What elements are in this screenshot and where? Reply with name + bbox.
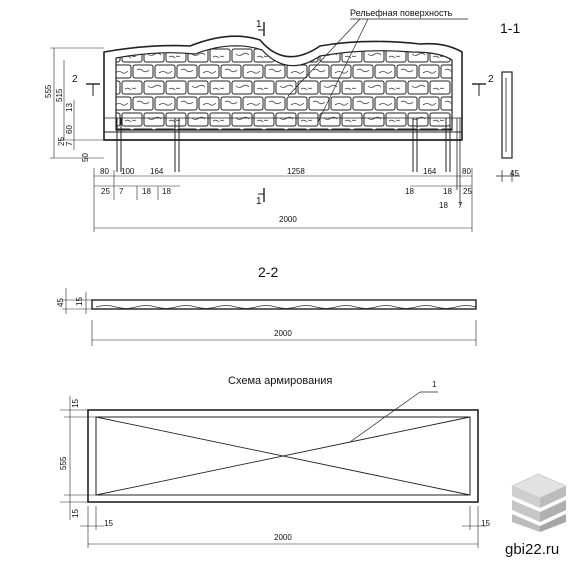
reinforcement-title: Схема армирования bbox=[228, 375, 332, 387]
dim-w-80-right: 80 bbox=[462, 167, 471, 176]
dim-h-50: 50 bbox=[81, 153, 90, 162]
dim-h-13: 13 bbox=[65, 103, 74, 112]
dim-w-164-right: 164 bbox=[423, 167, 437, 176]
dim-w-1258: 1258 bbox=[287, 167, 305, 176]
front-horizontal-dims bbox=[93, 168, 473, 232]
dim-h-25: 25 bbox=[57, 137, 66, 146]
relief-area bbox=[115, 45, 453, 131]
dim-reinf-bot-15: 15 bbox=[71, 509, 80, 518]
dim-w-7-left: 7 bbox=[119, 187, 124, 196]
reinforcement-view bbox=[60, 391, 486, 548]
dim-reinf-top-15: 15 bbox=[71, 399, 80, 408]
dim-w-18-c: 18 bbox=[405, 187, 414, 196]
section-2-2-view bbox=[62, 288, 477, 346]
dim-w-18-e: 18 bbox=[439, 201, 448, 210]
cut-mark-right: 2 bbox=[488, 74, 494, 85]
dim-h-555: 555 bbox=[44, 84, 53, 98]
dim-w-100: 100 bbox=[121, 167, 135, 176]
dim-sec-15: 15 bbox=[75, 297, 84, 306]
front-view bbox=[103, 35, 463, 205]
dim-h-60: 60 bbox=[65, 125, 74, 134]
dim-total-2000-front: 2000 bbox=[279, 215, 297, 224]
section-1-1-title: 1-1 bbox=[500, 20, 520, 36]
side-profile bbox=[496, 71, 520, 182]
front-vertical-dims bbox=[50, 47, 104, 159]
dim-side-45: 45 bbox=[510, 169, 519, 178]
cut-mark-left: 2 bbox=[72, 74, 78, 85]
dim-w-80-left: 80 bbox=[100, 167, 109, 176]
dim-h-7: 7 bbox=[65, 141, 74, 146]
dim-w-18-d: 18 bbox=[443, 187, 452, 196]
dim-w-164-left: 164 bbox=[150, 167, 164, 176]
relief-surface-label: Рельефная поверхность bbox=[350, 8, 453, 18]
dim-w-25-right: 25 bbox=[463, 187, 472, 196]
cut-mark-bottom: 1 bbox=[256, 196, 262, 207]
dim-w-18-a: 18 bbox=[142, 187, 151, 196]
reinforcement-callout-1: 1 bbox=[432, 380, 437, 389]
dim-reinf-left-15: 15 bbox=[104, 519, 113, 528]
dim-reinf-right-15: 15 bbox=[481, 519, 490, 528]
dim-sec-45: 45 bbox=[56, 298, 65, 307]
dim-reinf-555: 555 bbox=[59, 456, 68, 470]
dim-w-7-right: 7 bbox=[458, 201, 463, 210]
watermark-text: gbi22.ru bbox=[505, 541, 559, 558]
dim-sec-2000: 2000 bbox=[274, 329, 292, 338]
cut-mark-top: 1 bbox=[256, 19, 262, 30]
dim-w-25-left: 25 bbox=[101, 187, 110, 196]
dim-h-515: 515 bbox=[55, 88, 64, 102]
dim-w-18-b: 18 bbox=[162, 187, 171, 196]
dim-reinf-2000: 2000 bbox=[274, 533, 292, 542]
cut-marks: 1 1 2 2 bbox=[72, 19, 494, 207]
section-2-2-title: 2-2 bbox=[258, 264, 278, 280]
watermark-logo bbox=[511, 473, 567, 532]
